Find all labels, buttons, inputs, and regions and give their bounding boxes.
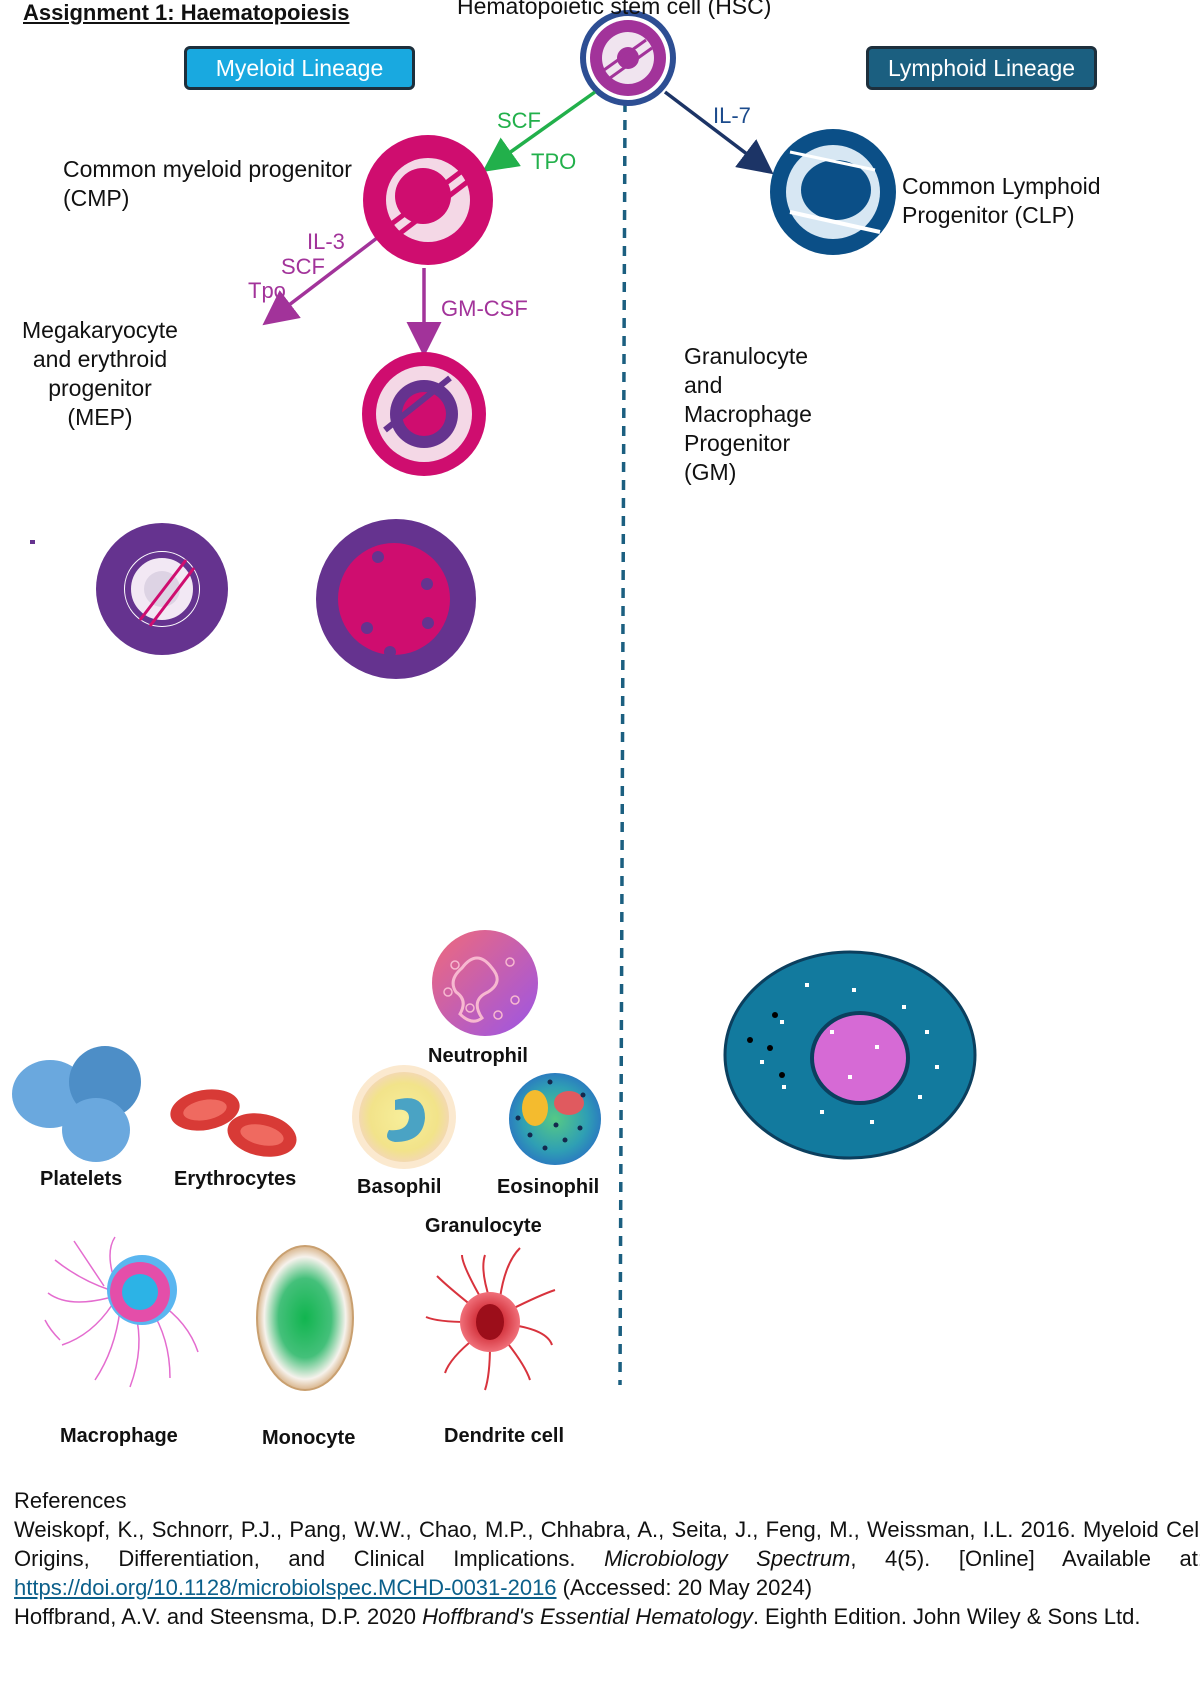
cytokine-il3: IL-3 <box>307 229 345 254</box>
dendrite-cell-image <box>425 1247 556 1391</box>
basophil-label: Basophil <box>357 1176 442 1198</box>
mep-label: Megakaryocyte and erythroid progenitor (… <box>22 317 178 430</box>
erythrocytes-label: Erythrocytes <box>174 1168 297 1190</box>
myeloid-lineage-label: Myeloid Lineage <box>215 54 384 81</box>
references-section: References Weiskopf, K., Schnorr, P.J., … <box>14 1486 1200 1631</box>
cytokine-tpo-cmp: TPO <box>531 149 577 174</box>
mep-cell <box>96 523 228 655</box>
clp-label: Common Lymphoid Progenitor (CLP) <box>902 173 1101 228</box>
eosinophil-label: Eosinophil <box>497 1176 600 1198</box>
lymphoid-lineage-label: Lymphoid Lineage <box>887 54 1076 81</box>
cytokine-il7: IL-7 <box>713 103 751 128</box>
arrow-hsc-to-clp <box>663 90 774 175</box>
stray-mark <box>30 540 35 544</box>
reference-1-link[interactable]: https://doi.org/10.1128/microbiolspec.MC… <box>14 1575 557 1600</box>
erythrocytes-image <box>170 1089 297 1157</box>
hsc-cell <box>580 10 676 106</box>
page-title: Assignment 1: Haematopoiesis <box>23 0 350 25</box>
cytokine-scf-mep: SCF <box>281 254 325 279</box>
cmp-label: Common myeloid progenitor (CMP) <box>63 156 352 211</box>
references-heading: References <box>14 1488 127 1513</box>
platelets-image <box>12 1046 141 1162</box>
cytokine-gmcsf: GM-CSF <box>441 296 528 321</box>
myeloid-lineage-box: Myeloid Lineage <box>184 46 415 90</box>
haematopoiesis-diagram <box>12 10 977 1391</box>
arrow-cmp-to-mep <box>262 236 379 326</box>
neutrophil-label: Neutrophil <box>428 1045 528 1067</box>
gm-progenitor-cell <box>362 352 486 476</box>
granulocyte-label: Granulocyte <box>425 1215 542 1237</box>
macrophage-label: Macrophage <box>60 1425 178 1447</box>
lymphoid-large-cell <box>723 950 977 1160</box>
lymphoid-lineage-box: Lymphoid Lineage <box>866 46 1097 90</box>
basophil-image <box>352 1065 456 1169</box>
platelets-label: Platelets <box>40 1168 123 1190</box>
monocyte-label: Monocyte <box>262 1427 356 1449</box>
hsc-label: Hematopoietic stem cell (HSC) <box>457 0 772 19</box>
eosinophil-image <box>509 1073 601 1165</box>
cmp-cell <box>363 135 493 265</box>
neutrophil-image <box>432 930 538 1036</box>
gm-label: Granulocyte and Macrophage Progenitor (G… <box>684 343 812 485</box>
dendrite-cell-label: Dendrite cell <box>444 1425 565 1447</box>
cytokine-tpo-mep: Tpo <box>248 278 286 303</box>
clp-cell <box>770 129 896 255</box>
macrophage-image <box>44 1236 199 1388</box>
lineage-divider <box>618 101 627 1386</box>
arrow-hsc-to-cmp <box>482 90 597 173</box>
megakaryocyte-cell <box>316 519 476 679</box>
cytokine-scf-cmp: SCF <box>497 108 541 133</box>
reference-1: Weiskopf, K., Schnorr, P.J., Pang, W.W.,… <box>14 1517 1200 1600</box>
reference-2: Hoffbrand, A.V. and Steensma, D.P. 2020 … <box>14 1604 1141 1629</box>
monocyte-image <box>256 1245 354 1391</box>
